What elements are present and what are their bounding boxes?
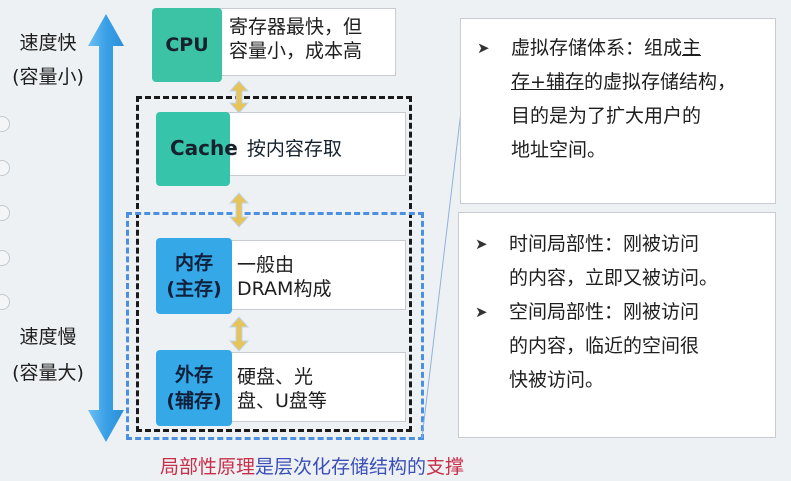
cpu-block: CPU: [152, 8, 222, 82]
external-memory-description: 硬盘、光 盘、U盘等: [212, 352, 406, 422]
memory-external-updown-arrow-icon: [229, 316, 249, 352]
capacity-large-label: (容量大): [12, 362, 84, 384]
bullet-arrow-icon: ➤: [477, 39, 490, 57]
virtual-memory-note: ➤ 虚拟存储体系：组成主 存+辅存的虚拟存储结构， 目的是为了扩大用户的 地址空…: [460, 18, 776, 204]
cache-block: [156, 112, 230, 186]
edge-circle-icon: [0, 250, 10, 266]
edge-circle-icon: [0, 160, 10, 176]
speed-capacity-axis-arrow: [88, 14, 124, 442]
footer-caption: 局部性原理是层次化存储结构的支撑: [160, 456, 465, 478]
cache-main-memory-dashed-group: [136, 96, 412, 432]
main-memory-description: 一般由 DRAM构成: [212, 240, 406, 310]
cache-label: Cache 按内容存取: [170, 136, 342, 160]
edge-circle-icon: [0, 205, 10, 221]
external-memory-block: 外存 (辅存): [156, 350, 232, 426]
capacity-small-label: (容量小): [12, 66, 84, 88]
locality-note: ➤ 时间局部性：刚被访问 的内容，立即又被访问。 ➤ 空间局部性：刚被访问 的内…: [458, 212, 776, 438]
edge-circle-icon: [0, 294, 10, 310]
cache-memory-updown-arrow-icon: [229, 192, 249, 228]
edge-circle-icon: [0, 116, 10, 132]
bullet-arrow-icon: ➤: [475, 303, 488, 321]
temporal-locality-text: 时间局部性：刚被访问: [509, 233, 700, 255]
main-external-memory-dashed-group: [126, 212, 424, 440]
cache-description-text: 按内容存取: [246, 138, 342, 160]
cpu-cache-updown-arrow-icon: [229, 80, 249, 114]
speed-slow-label: 速度慢: [19, 326, 77, 348]
cache-description: [200, 112, 406, 176]
main-memory-block: 内存 (主存): [156, 238, 232, 314]
spatial-locality-text: 空间局部性：刚被访问: [509, 301, 700, 323]
cpu-description: 寄存器最快，但 容量小，成本高: [200, 8, 396, 76]
speed-fast-label: 速度快: [19, 32, 77, 54]
bullet-arrow-icon: ➤: [475, 235, 488, 253]
